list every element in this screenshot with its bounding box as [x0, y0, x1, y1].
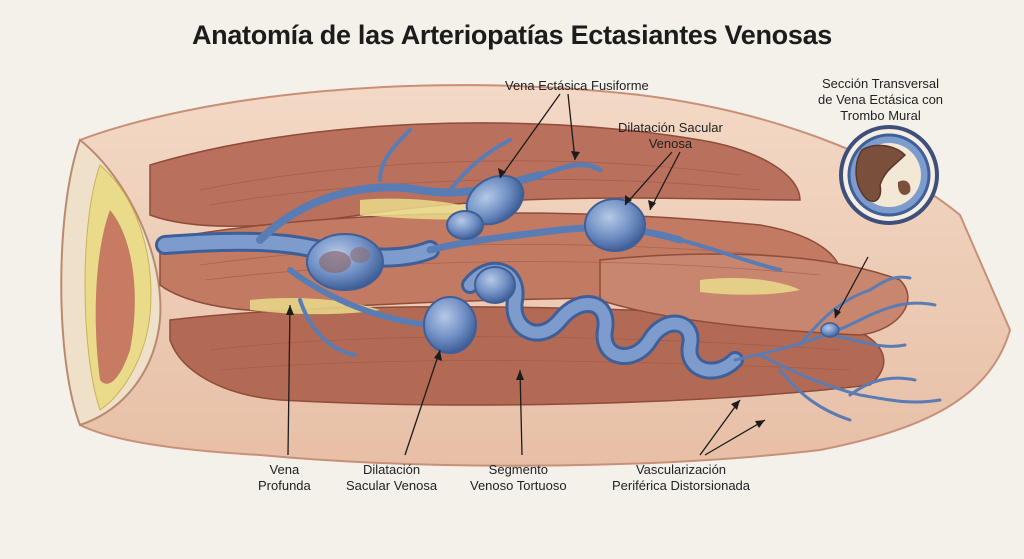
deep-muscle-section — [95, 210, 135, 384]
lower-branch — [287, 267, 433, 328]
leader-arrowheads — [286, 151, 841, 428]
leader-lines — [287, 93, 869, 456]
peripheral-vessels — [733, 275, 942, 422]
label-line: Dilatación Sacular — [618, 120, 723, 135]
saccular-dilatation-bottom — [423, 296, 477, 354]
muscle-fibers — [199, 160, 851, 371]
label-line: Dilatación — [362, 462, 421, 477]
label-line: Vena — [269, 462, 300, 477]
thrombosed-cluster — [306, 233, 384, 291]
label-deep-vein: Vena Profunda — [258, 462, 311, 494]
label-saccular-bottom: Dilatación Sacular Venosa — [346, 462, 437, 494]
cross-section-inset — [839, 125, 939, 225]
saccular-dilatation-top — [584, 198, 646, 252]
label-fusiform-ectasia: Vena Ectásica Fusiforme — [505, 78, 649, 94]
label-line: Vascularización — [635, 462, 727, 477]
label-line: Trombo Mural — [840, 108, 921, 123]
label-line: Venosa — [648, 136, 693, 151]
label-line: Profunda — [258, 478, 311, 493]
label-line: Vena Ectásica Fusiforme — [505, 78, 649, 93]
page-title: Anatomía de las Arteriopatías Ectasiante… — [191, 20, 833, 50]
mural-thrombus — [855, 144, 907, 202]
label-tortuous-segment: Segmento Venoso Tortuoso — [470, 462, 567, 494]
label-line: de Vena Ectásica con — [818, 92, 944, 107]
label-line: Segmento — [488, 462, 548, 477]
label-line: Sacular Venosa — [346, 478, 438, 493]
label-line: Sección Transversal — [821, 76, 940, 91]
label-saccular-top: Dilatación Sacular Venosa — [618, 120, 723, 152]
label-line: Periférica Distorsionada — [612, 478, 751, 493]
label-cross-section: Sección Transversal de Vena Ectásica con… — [818, 76, 943, 124]
label-peripheral-vascularization: Vascularización Periférica Distorsionada — [612, 462, 750, 494]
label-line: Venoso Tortuoso — [470, 478, 567, 493]
